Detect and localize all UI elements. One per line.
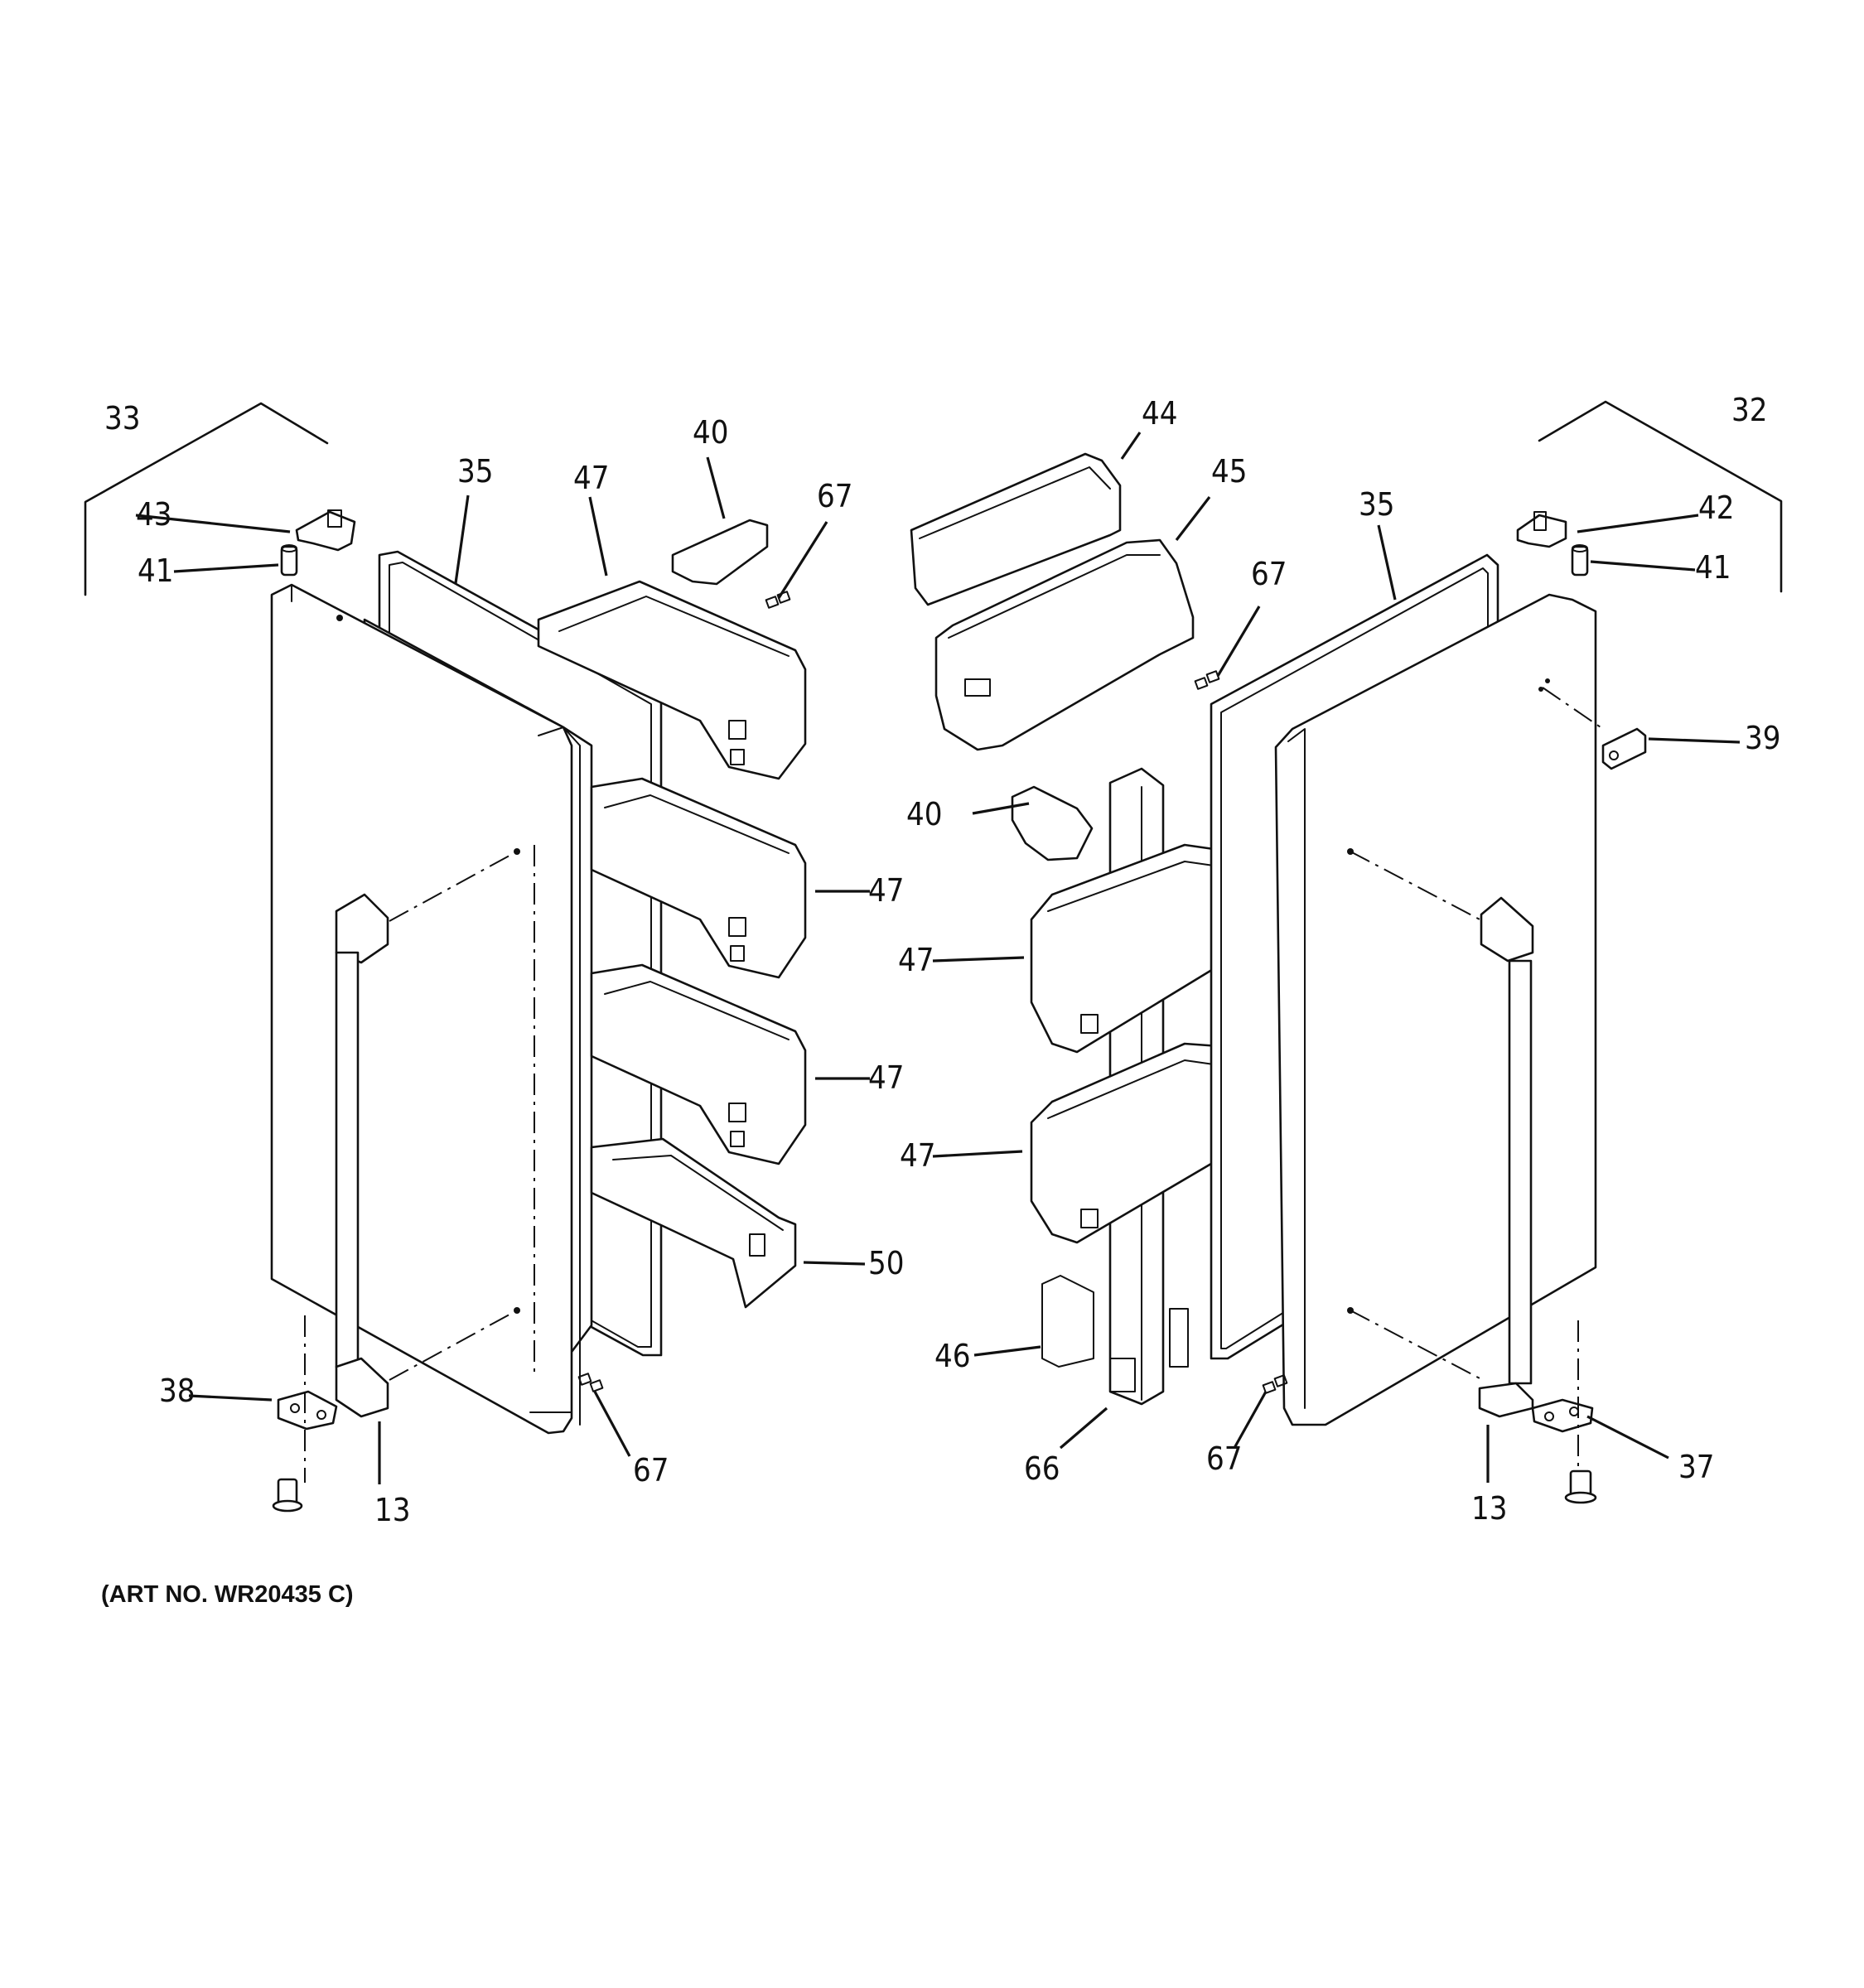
callout-37: 37 — [1678, 1449, 1715, 1485]
left-clip-bottom — [577, 1373, 604, 1392]
ice-bucket — [934, 538, 1195, 751]
assembly-bracket-33 — [84, 402, 329, 596]
left-hinge-pin-bottom — [272, 1478, 303, 1513]
callout-47-left-2: 47 — [868, 872, 905, 909]
left-clip-top — [765, 591, 791, 609]
right-bottom-hinge — [1531, 1398, 1594, 1433]
brand-badge — [1601, 727, 1647, 770]
left-door-bin-2 — [590, 777, 807, 979]
left-bottom-hinge — [277, 1390, 338, 1431]
right-hinge-pin-top — [1571, 544, 1589, 577]
left-hinge-pin-top — [280, 544, 298, 577]
callout-67-bottom-left: 67 — [633, 1452, 669, 1489]
callout-39: 39 — [1745, 720, 1781, 756]
callout-32: 32 — [1731, 392, 1768, 428]
callout-47-top-left: 47 — [573, 460, 610, 496]
callout-46: 46 — [934, 1338, 971, 1374]
right-hinge-pin-bottom — [1564, 1469, 1597, 1504]
callout-numbers: 33 43 41 35 47 40 67 47 47 50 38 13 67 4… — [104, 392, 1781, 1528]
callout-33: 33 — [104, 400, 141, 437]
callout-13-left: 13 — [374, 1492, 411, 1528]
callout-40-right: 40 — [906, 796, 943, 832]
right-door-handle — [1478, 896, 1534, 1418]
callout-45: 45 — [1211, 453, 1248, 490]
left-door-bin-1 — [537, 580, 807, 780]
right-clip-bottom — [1262, 1374, 1288, 1394]
callout-38: 38 — [159, 1373, 196, 1409]
callout-67-bottom-right: 67 — [1206, 1440, 1243, 1477]
callout-leaders — [135, 432, 1741, 1484]
callout-41-left: 41 — [138, 552, 174, 589]
callout-44: 44 — [1142, 395, 1178, 432]
callout-13-right: 13 — [1471, 1490, 1508, 1527]
left-door-assembly — [84, 402, 807, 1513]
right-door-wire-rack — [1041, 1275, 1094, 1368]
callout-35-left: 35 — [457, 453, 494, 490]
left-dispenser-cover — [671, 519, 769, 586]
left-door-dairy-bin — [590, 1137, 797, 1309]
left-top-hinge — [295, 509, 356, 552]
right-door-assembly — [910, 400, 1783, 1504]
callout-67-top-left: 67 — [817, 478, 853, 514]
right-top-hinge — [1516, 511, 1567, 548]
callout-42: 42 — [1698, 490, 1735, 526]
right-clip-top — [1194, 670, 1220, 690]
right-dispenser-cover — [1011, 785, 1094, 861]
right-door-panel — [1274, 593, 1597, 1426]
left-door-bin-3 — [590, 963, 807, 1165]
callout-47-right-1: 47 — [898, 942, 934, 978]
callout-67-top-right: 67 — [1251, 556, 1287, 592]
ice-bucket-cover — [910, 452, 1122, 606]
art-number: (ART NO. WR20435 C) — [101, 1581, 354, 1608]
callout-35-right: 35 — [1359, 486, 1395, 523]
callout-47-right-2: 47 — [900, 1137, 936, 1174]
assembly-bracket-32 — [1538, 400, 1783, 593]
callout-50: 50 — [868, 1245, 905, 1281]
callout-66: 66 — [1024, 1450, 1060, 1487]
left-door-handle — [335, 893, 389, 1418]
callout-43: 43 — [136, 496, 172, 533]
callout-40-top: 40 — [693, 414, 729, 451]
callout-47-left-3: 47 — [868, 1059, 905, 1096]
callout-41-right: 41 — [1695, 549, 1731, 586]
